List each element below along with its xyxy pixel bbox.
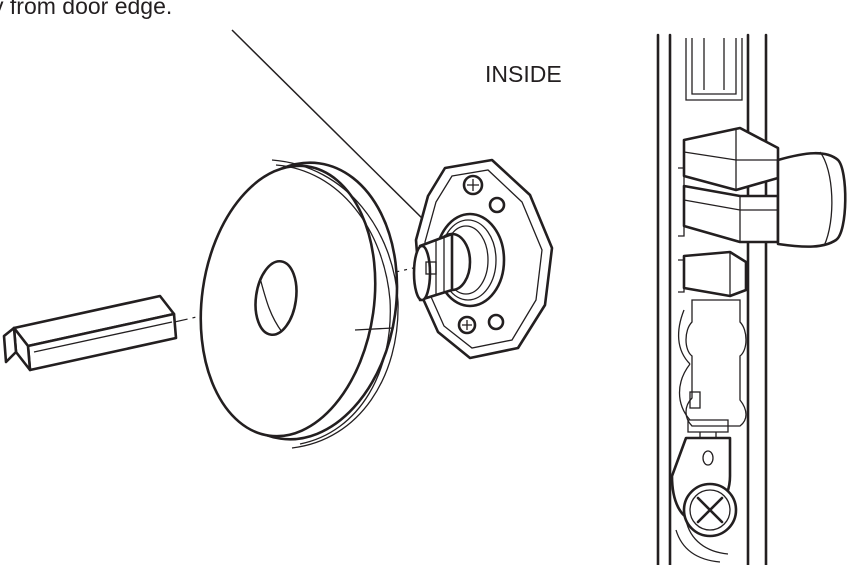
deadbolt-projection: [776, 151, 847, 248]
latch-lower: [682, 184, 780, 244]
lock-body-edge-view: [656, 33, 847, 565]
mounting-plate: [412, 158, 554, 360]
spindle: [2, 294, 178, 372]
screw-hole-top-right: [488, 196, 506, 214]
auxiliary-latch: [682, 250, 748, 298]
leader-arrow: [231, 29, 434, 230]
screw-hole-bottom-right: [487, 313, 505, 331]
rose-center-hole: [254, 259, 298, 337]
tab-hole: [702, 450, 714, 466]
rose-trim: [199, 159, 399, 449]
inside-label: INSIDE: [485, 61, 562, 87]
instruction-caption: y from door edge.: [0, 0, 173, 19]
